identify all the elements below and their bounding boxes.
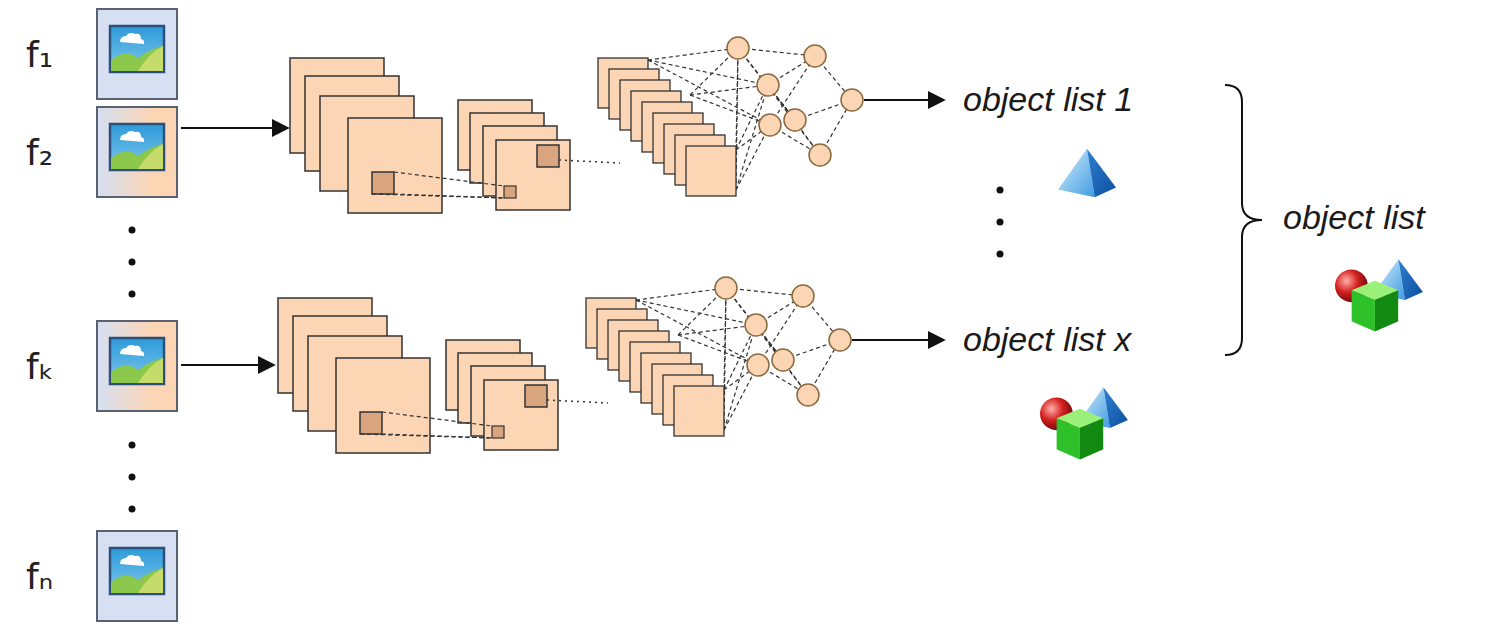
- object-list-label: object list 1: [960, 80, 1136, 119]
- video-frame: fₖ: [16, 320, 178, 412]
- pyramid-icon: [1058, 149, 1116, 197]
- input-arrow: [181, 100, 944, 365]
- frame-label: f₁: [16, 34, 96, 75]
- frame-image: [96, 530, 178, 622]
- video-frame: f₂: [16, 106, 178, 198]
- frame-image: [96, 320, 178, 412]
- frame-image: [96, 106, 178, 198]
- object-list-label: object list x: [960, 320, 1134, 359]
- object-list-label: object list: [1280, 198, 1428, 237]
- video-frame: fₙ: [16, 530, 178, 622]
- objects-icon: [1335, 259, 1423, 331]
- frame-label: fₙ: [16, 556, 96, 597]
- merge-brace: [1225, 85, 1262, 355]
- video-frame: f₁: [16, 8, 178, 100]
- frame-image: [96, 8, 178, 100]
- ellipsis-dots: [129, 187, 1004, 513]
- frame-label: f₂: [16, 132, 96, 173]
- cnn-stack: [278, 277, 851, 453]
- objects-icon: [1040, 387, 1128, 459]
- frame-label: fₖ: [16, 346, 96, 387]
- cnn-stack: [290, 37, 863, 213]
